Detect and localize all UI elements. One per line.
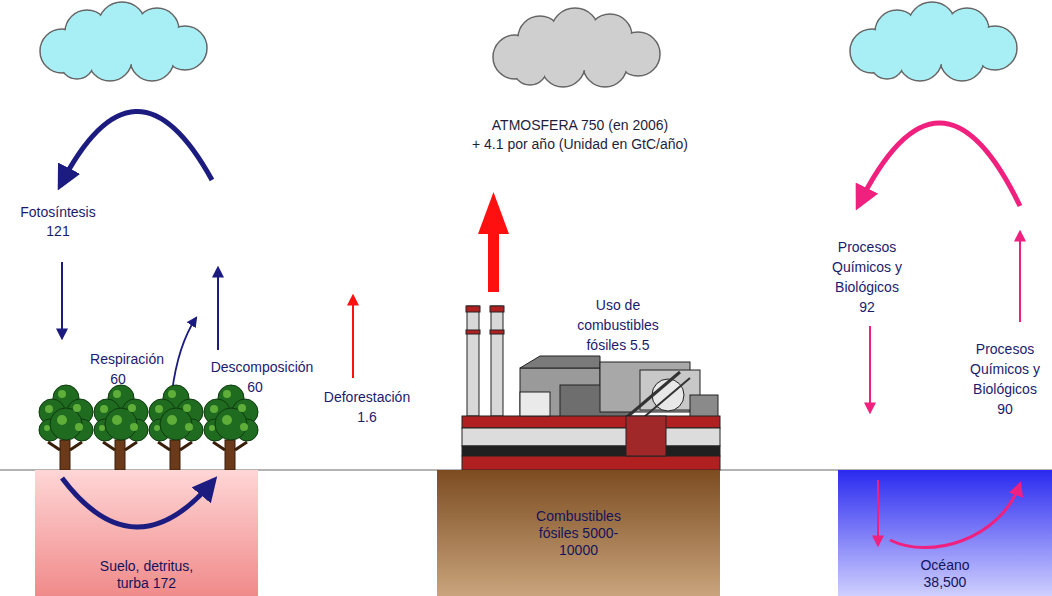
flux-label: 90 <box>997 400 1013 418</box>
photosynthesis-arrows <box>172 318 196 392</box>
ocean-box: Océano 38,500 <box>838 470 1052 596</box>
flux-label: Descomposición <box>211 358 314 376</box>
box-backgrounds <box>35 470 258 596</box>
ocean-inner-arrows <box>877 480 879 545</box>
flux-label: Químicos y <box>832 258 902 276</box>
flux-label: combustibles <box>577 316 659 334</box>
factory <box>462 416 720 428</box>
trees <box>204 385 258 470</box>
soil-box: Suelo, detritus, turba 172 <box>35 470 258 596</box>
box-backgrounds <box>437 470 720 596</box>
cloud <box>40 2 207 81</box>
photosynthesis-arrows <box>217 268 219 350</box>
factory <box>520 392 550 416</box>
soil-arrow <box>62 478 214 527</box>
ocean-arrows <box>869 326 871 412</box>
box-backgrounds <box>838 470 1052 596</box>
emission-arrow <box>478 192 509 234</box>
atmosphere-label: ATMOSFERA 750 (en 2006) <box>492 116 668 134</box>
flux-label: Fotosíntesis <box>20 203 95 221</box>
factory <box>490 306 504 312</box>
factory <box>462 428 720 446</box>
flux-label: Procesos <box>976 340 1034 358</box>
factory <box>491 306 503 416</box>
flux-label: Deforestación <box>324 388 410 406</box>
emission-arrow <box>478 192 509 292</box>
flux-label: 1.6 <box>357 408 376 426</box>
deforestation-arrow <box>352 296 354 378</box>
flux-label: Químicos y <box>970 360 1040 378</box>
trees <box>39 385 258 470</box>
box-text: Combustibles fósiles 5000-10000 <box>527 508 631 559</box>
flux-label: 121 <box>46 222 69 240</box>
factory <box>466 330 480 334</box>
fossil-fuel-box: Combustibles fósiles 5000-10000 <box>437 470 720 596</box>
factory <box>462 446 720 456</box>
factory <box>462 306 720 470</box>
box-text: Océano 38,500 <box>913 557 977 591</box>
factory <box>462 456 720 470</box>
flux-label: Procesos <box>838 238 896 256</box>
emission-arrow <box>488 232 499 292</box>
cloud <box>850 2 1017 81</box>
ocean-inner-arrows <box>890 484 1020 548</box>
trees <box>94 385 148 470</box>
box-backgrounds <box>35 470 1052 596</box>
flux-label: fósiles 5.5 <box>586 336 649 354</box>
flux-label: 60 <box>247 378 263 396</box>
flux-label: Uso de <box>596 296 640 314</box>
factory <box>490 330 504 334</box>
flux-label: 60 <box>110 370 126 388</box>
flux-label: Biológicos <box>973 380 1037 398</box>
cloud <box>40 2 1017 87</box>
photosynthesis-arrows <box>60 111 212 186</box>
deforestation-arrow <box>353 296 354 378</box>
factory <box>626 416 666 456</box>
cloud <box>493 8 660 87</box>
factory <box>467 306 479 416</box>
ocean-inner-arrows <box>878 480 1020 548</box>
flux-label: Respiración <box>90 350 164 368</box>
flux-label: 92 <box>859 298 875 316</box>
soil-arrow <box>62 478 214 527</box>
flux-label: Biológicos <box>835 278 899 296</box>
photosynthesis-arrows <box>61 262 63 338</box>
factory <box>466 306 480 312</box>
trees <box>149 385 203 470</box>
factory <box>520 356 600 368</box>
photosynthesis-arrows <box>60 111 218 392</box>
ocean-arrows <box>858 123 1020 206</box>
ocean-arrows <box>1019 232 1021 322</box>
atmosphere-label: + 4.1 por año (Unidad en GtC/año) <box>472 135 688 153</box>
box-text: Suelo, detritus, turba 172 <box>84 558 210 592</box>
trees <box>39 385 93 470</box>
